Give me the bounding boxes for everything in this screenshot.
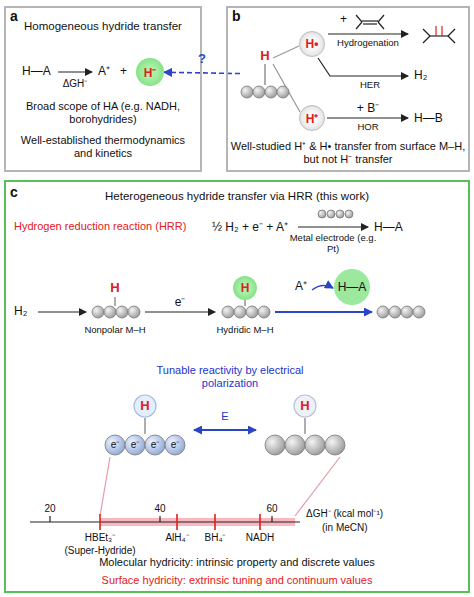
node-text: Broad scope of HA (e.g. NADH, borohydrid… [13,100,193,126]
node-text: Surface hydricity: extrinsic tuning and … [7,574,467,587]
label: e⁻ [145,439,165,451]
label: (in MeCN) [322,522,368,534]
node-text: Molecular hydricity: intrinsic property … [7,556,467,569]
label: H [105,280,125,296]
label: Tunable reactivity by electrical polariz… [130,364,330,390]
label: Hydrogenation [328,37,408,48]
panel-letter: c [10,184,18,201]
label: H—B [414,111,443,125]
label: e⁻ [105,439,125,451]
node-text: Heterogeneous hydride transfer via HRR (… [17,190,457,204]
label: E [215,410,235,423]
label: BH₄⁻ [195,532,235,544]
label: Nonpolar M–H [80,324,150,335]
panel-letter: a [10,8,18,25]
label: AlH₄⁻ [157,532,197,544]
label: 20 [38,503,62,515]
label: Hydrogen reduction reaction (HRR) [14,220,186,233]
label: 60 [260,503,284,515]
label: H₂ [14,304,27,318]
dashed-arrow [164,72,240,73]
label: Metal electrode (e.g. Pt) [288,232,378,255]
label: 40 [148,503,172,515]
label: HOR [348,121,388,132]
surface-mh: H [240,48,290,100]
label: e⁻ [125,439,145,451]
panel-b: bWell-studied H⁺ & H• transfer from surf… [226,6,470,172]
label: H—A [332,280,372,294]
label: ΔGH⁻ [45,78,105,90]
node-text: Well-established thermodynamics and kine… [13,134,193,160]
node-text: Well-studied H⁺ & H• transfer from surfa… [230,140,466,166]
label: A⁺ [98,64,110,78]
label: ½ H₂ + e⁻ + A⁺ [212,220,288,234]
label: H [295,398,315,414]
atom-label: H [241,281,250,295]
label: H—A [22,64,51,78]
atom-label: H⁺ [306,110,319,127]
label: Hydridic M–H [210,324,280,335]
label: NADH [240,532,280,544]
label: (Super-Hydride) [55,545,145,557]
label: ΔGH⁻ (kcal mol⁻¹) [306,508,383,520]
label: H [135,398,155,414]
label: e⁻ [170,295,190,309]
atom-label: H⁻ [144,64,157,81]
label: + [340,12,347,26]
edge-label: ? [198,51,206,66]
label: H—A [374,220,403,234]
label: + [120,64,127,78]
hydridic-circle: H [233,276,257,300]
label: A⁺ [295,279,307,293]
label: HBEt₃⁻ [70,532,130,544]
node-text: Homogeneous hydride transfer [8,20,198,34]
atom-label: H• [306,37,319,51]
hydride-circle: H⁻ [136,58,164,86]
label: HER [350,79,390,90]
h-atom-circle: H• [299,31,325,57]
label: H₂ [414,68,427,82]
node-text: H [255,48,275,64]
panel-a: aHomogeneous hydride transferBroad scope… [4,6,202,172]
label: e⁻ [165,439,185,451]
panel-letter: b [232,8,241,25]
label: + B⁻ [338,101,398,115]
proton-circle: H⁺ [299,105,325,131]
